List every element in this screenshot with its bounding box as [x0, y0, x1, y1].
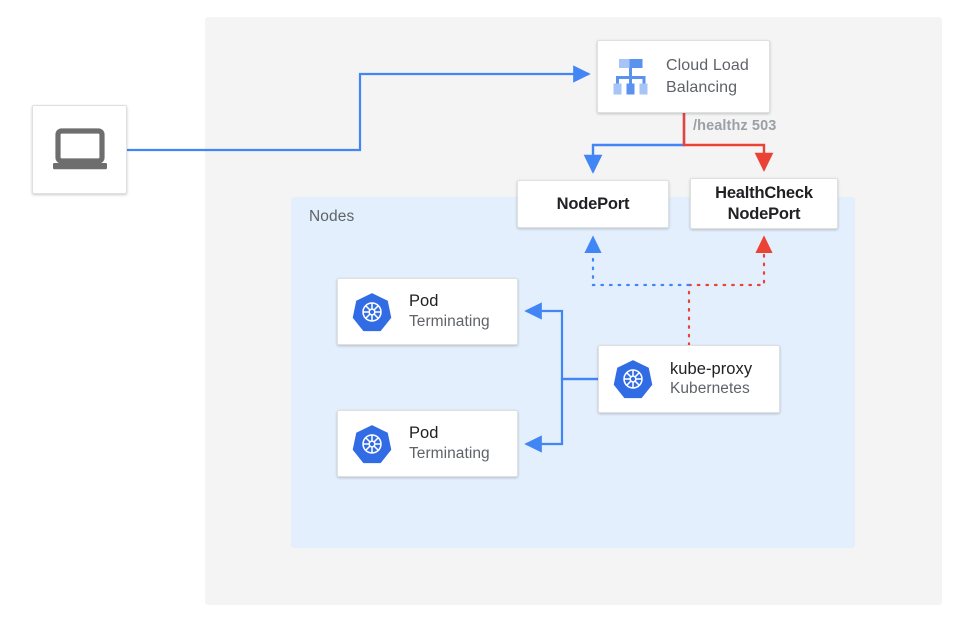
healthcheck-nodeport-label: HealthCheck NodePort	[715, 183, 813, 224]
nodeport-node[interactable]: NodePort	[517, 180, 669, 228]
cloud-load-balancing-label: Cloud Load Balancing	[666, 55, 749, 98]
client-node[interactable]	[32, 105, 127, 194]
pod-1-text: Pod Terminating	[409, 291, 490, 332]
kube-proxy-title: kube-proxy	[670, 359, 753, 378]
pod-1-status: Terminating	[409, 312, 490, 330]
kubernetes-icon	[352, 292, 392, 331]
cloud-load-balancing-icon	[613, 58, 648, 94]
laptop-icon	[52, 127, 107, 169]
nodeport-label: NodePort	[556, 194, 630, 213]
cloud-load-balancing-line-2: Balancing	[666, 78, 738, 96]
healthz-503-label: /healthz 503	[693, 118, 777, 134]
pod-node-2[interactable]: Pod Terminating	[337, 410, 518, 477]
kube-proxy-subtitle: Kubernetes	[670, 380, 750, 398]
pod-2-title: Pod	[409, 424, 439, 443]
kube-proxy-text: kube-proxy Kubernetes	[670, 359, 752, 400]
nodes-region-label: Nodes	[309, 208, 355, 225]
pod-2-text: Pod Terminating	[409, 423, 490, 464]
kube-proxy-node[interactable]: kube-proxy Kubernetes	[598, 345, 780, 413]
healthcheck-nodeport-node[interactable]: HealthCheck NodePort	[690, 178, 838, 229]
pod-2-status: Terminating	[409, 444, 490, 462]
kubernetes-icon	[613, 360, 653, 399]
healthcheck-nodeport-line-1: HealthCheck	[715, 183, 813, 202]
cloud-load-balancing-node[interactable]: Cloud Load Balancing	[597, 40, 770, 113]
kubernetes-icon	[352, 424, 392, 463]
healthcheck-nodeport-line-2: NodePort	[727, 204, 801, 223]
cloud-load-balancing-line-1: Cloud Load	[666, 56, 749, 74]
pod-node-1[interactable]: Pod Terminating	[337, 278, 518, 345]
pod-1-title: Pod	[409, 292, 439, 311]
